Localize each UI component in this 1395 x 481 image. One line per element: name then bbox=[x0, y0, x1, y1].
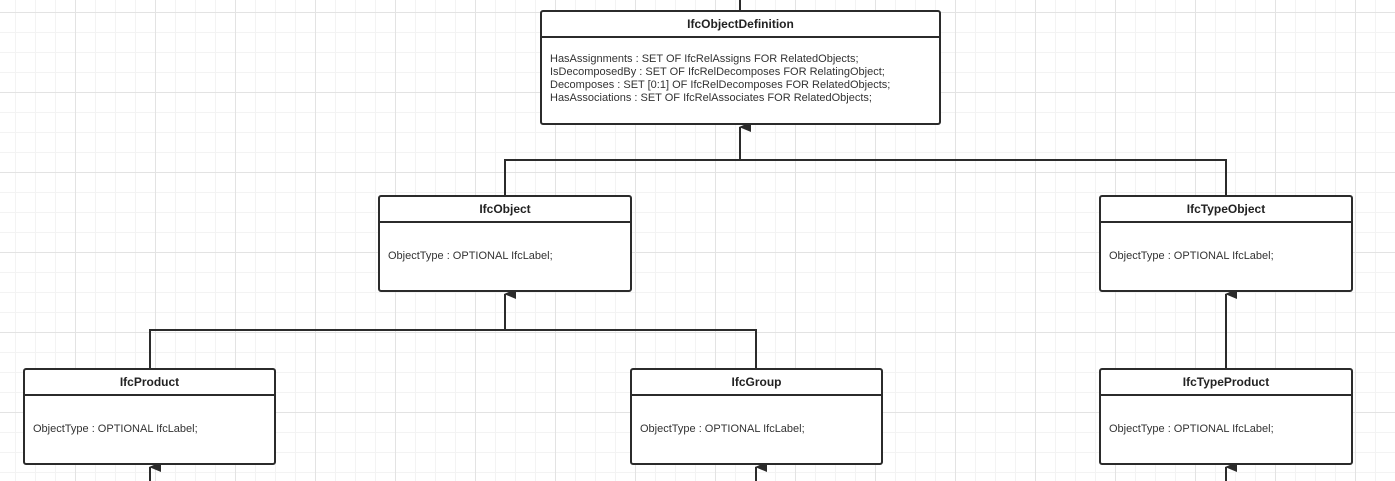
attribute-decomposes: Decomposes : SET [0:1] OF IfcRelDecompos… bbox=[550, 79, 891, 91]
connector-group-to-object bbox=[505, 329, 757, 368]
class-name: IfcGroup bbox=[632, 370, 881, 396]
class-ifc-object[interactable]: IfcObject ObjectType : OPTIONAL IfcLabel… bbox=[378, 195, 632, 292]
connector-product-to-object bbox=[149, 329, 505, 368]
attribute-is-decomposed-by: IsDecomposedBy : SET OF IfcRelDecomposes… bbox=[550, 66, 885, 78]
class-name: IfcTypeObject bbox=[1101, 197, 1351, 223]
attribute-object-type: ObjectType : OPTIONAL IfcLabel; bbox=[1109, 423, 1274, 435]
class-attributes: ObjectType : OPTIONAL IfcLabel; bbox=[1101, 223, 1351, 290]
attribute-has-associations: HasAssociations : SET OF IfcRelAssociate… bbox=[550, 92, 872, 104]
class-attributes: ObjectType : OPTIONAL IfcLabel; bbox=[1101, 396, 1351, 463]
attribute-object-type: ObjectType : OPTIONAL IfcLabel; bbox=[1109, 250, 1274, 262]
connector-typeobject-to-definition bbox=[740, 159, 1227, 195]
class-ifc-type-object[interactable]: IfcTypeObject ObjectType : OPTIONAL IfcL… bbox=[1099, 195, 1353, 292]
attribute-object-type: ObjectType : OPTIONAL IfcLabel; bbox=[640, 423, 805, 435]
class-name: IfcProduct bbox=[25, 370, 274, 396]
class-name: IfcObjectDefinition bbox=[542, 12, 939, 38]
class-attributes: ObjectType : OPTIONAL IfcLabel; bbox=[380, 223, 630, 290]
class-attributes: HasAssignments : SET OF IfcRelAssigns FO… bbox=[542, 38, 939, 105]
class-ifc-object-definition[interactable]: IfcObjectDefinition HasAssignments : SET… bbox=[540, 10, 941, 125]
class-attributes: ObjectType : OPTIONAL IfcLabel; bbox=[632, 396, 881, 463]
class-attributes: ObjectType : OPTIONAL IfcLabel; bbox=[25, 396, 274, 463]
class-ifc-type-product[interactable]: IfcTypeProduct ObjectType : OPTIONAL Ifc… bbox=[1099, 368, 1353, 465]
attribute-object-type: ObjectType : OPTIONAL IfcLabel; bbox=[33, 423, 198, 435]
class-name: IfcTypeProduct bbox=[1101, 370, 1351, 396]
class-ifc-product[interactable]: IfcProduct ObjectType : OPTIONAL IfcLabe… bbox=[23, 368, 276, 465]
attribute-has-assignments: HasAssignments : SET OF IfcRelAssigns FO… bbox=[550, 53, 859, 65]
class-name: IfcObject bbox=[380, 197, 630, 223]
attribute-object-type: ObjectType : OPTIONAL IfcLabel; bbox=[388, 250, 553, 262]
class-ifc-group[interactable]: IfcGroup ObjectType : OPTIONAL IfcLabel; bbox=[630, 368, 883, 465]
connector-object-to-definition bbox=[504, 159, 740, 195]
